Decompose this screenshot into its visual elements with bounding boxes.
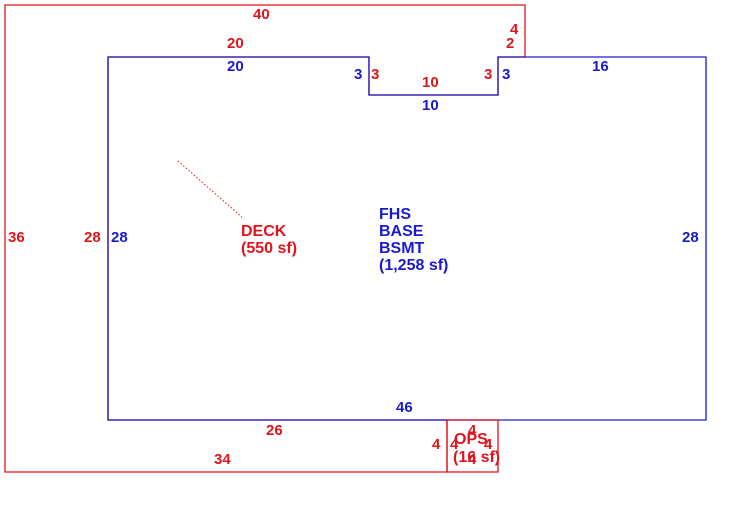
ops-name-label: OPS: [454, 431, 488, 448]
basement-dim-right: 28: [682, 229, 699, 246]
basement-dim-notch-right: 3: [502, 66, 511, 83]
ops-dim-left: 4: [450, 436, 459, 453]
deck-dim-top: 40: [253, 6, 270, 23]
basement-dim-notch-bottom: 10: [422, 97, 439, 114]
ops-dim-right: 4: [484, 436, 493, 453]
ops-area-label: (16 sf): [453, 449, 501, 466]
basement-dim-left: 28: [111, 229, 128, 246]
deck-dim-notch-left: 3: [371, 66, 380, 83]
basement-name-line-1: FHS: [379, 206, 411, 223]
ops-dim-top: 4: [468, 422, 477, 439]
deck-name-label: DECK: [241, 223, 287, 240]
ops-outline[interactable]: [446, 419, 499, 473]
deck-dim-bottom-outer: 34: [214, 451, 231, 468]
deck-dim-notch-bottom: 10: [422, 74, 439, 91]
basement-dim-top-left: 20: [227, 58, 244, 75]
deck-dim-bottom-inner: 26: [266, 422, 283, 439]
basement-dim-bottom: 46: [396, 399, 413, 416]
deck-dim-left-inner: 28: [84, 229, 101, 246]
basement-dim-top-right: 16: [592, 58, 609, 75]
deck-dim-notch-right: 3: [484, 66, 493, 83]
deck-leader-line: [177, 160, 245, 220]
deck-dim-left-outer: 36: [8, 229, 25, 246]
basement-outline[interactable]: [107, 56, 707, 421]
deck-dim-upper-left-step: 20: [227, 35, 244, 52]
deck-dim-right-top: 4: [510, 21, 519, 38]
deck-dim-right-step: 2: [506, 35, 515, 52]
basement-dim-notch-left: 3: [354, 66, 363, 83]
basement-area-label: (1,258 sf): [379, 257, 449, 274]
ops-dim-bottom: 4: [468, 451, 477, 468]
basement-name-line-3: BSMT: [379, 240, 425, 257]
basement-name-line-2: BASE: [379, 223, 424, 240]
deck-dim-to-ops: 4: [432, 436, 441, 453]
deck-area-label: (550 sf): [241, 240, 298, 257]
